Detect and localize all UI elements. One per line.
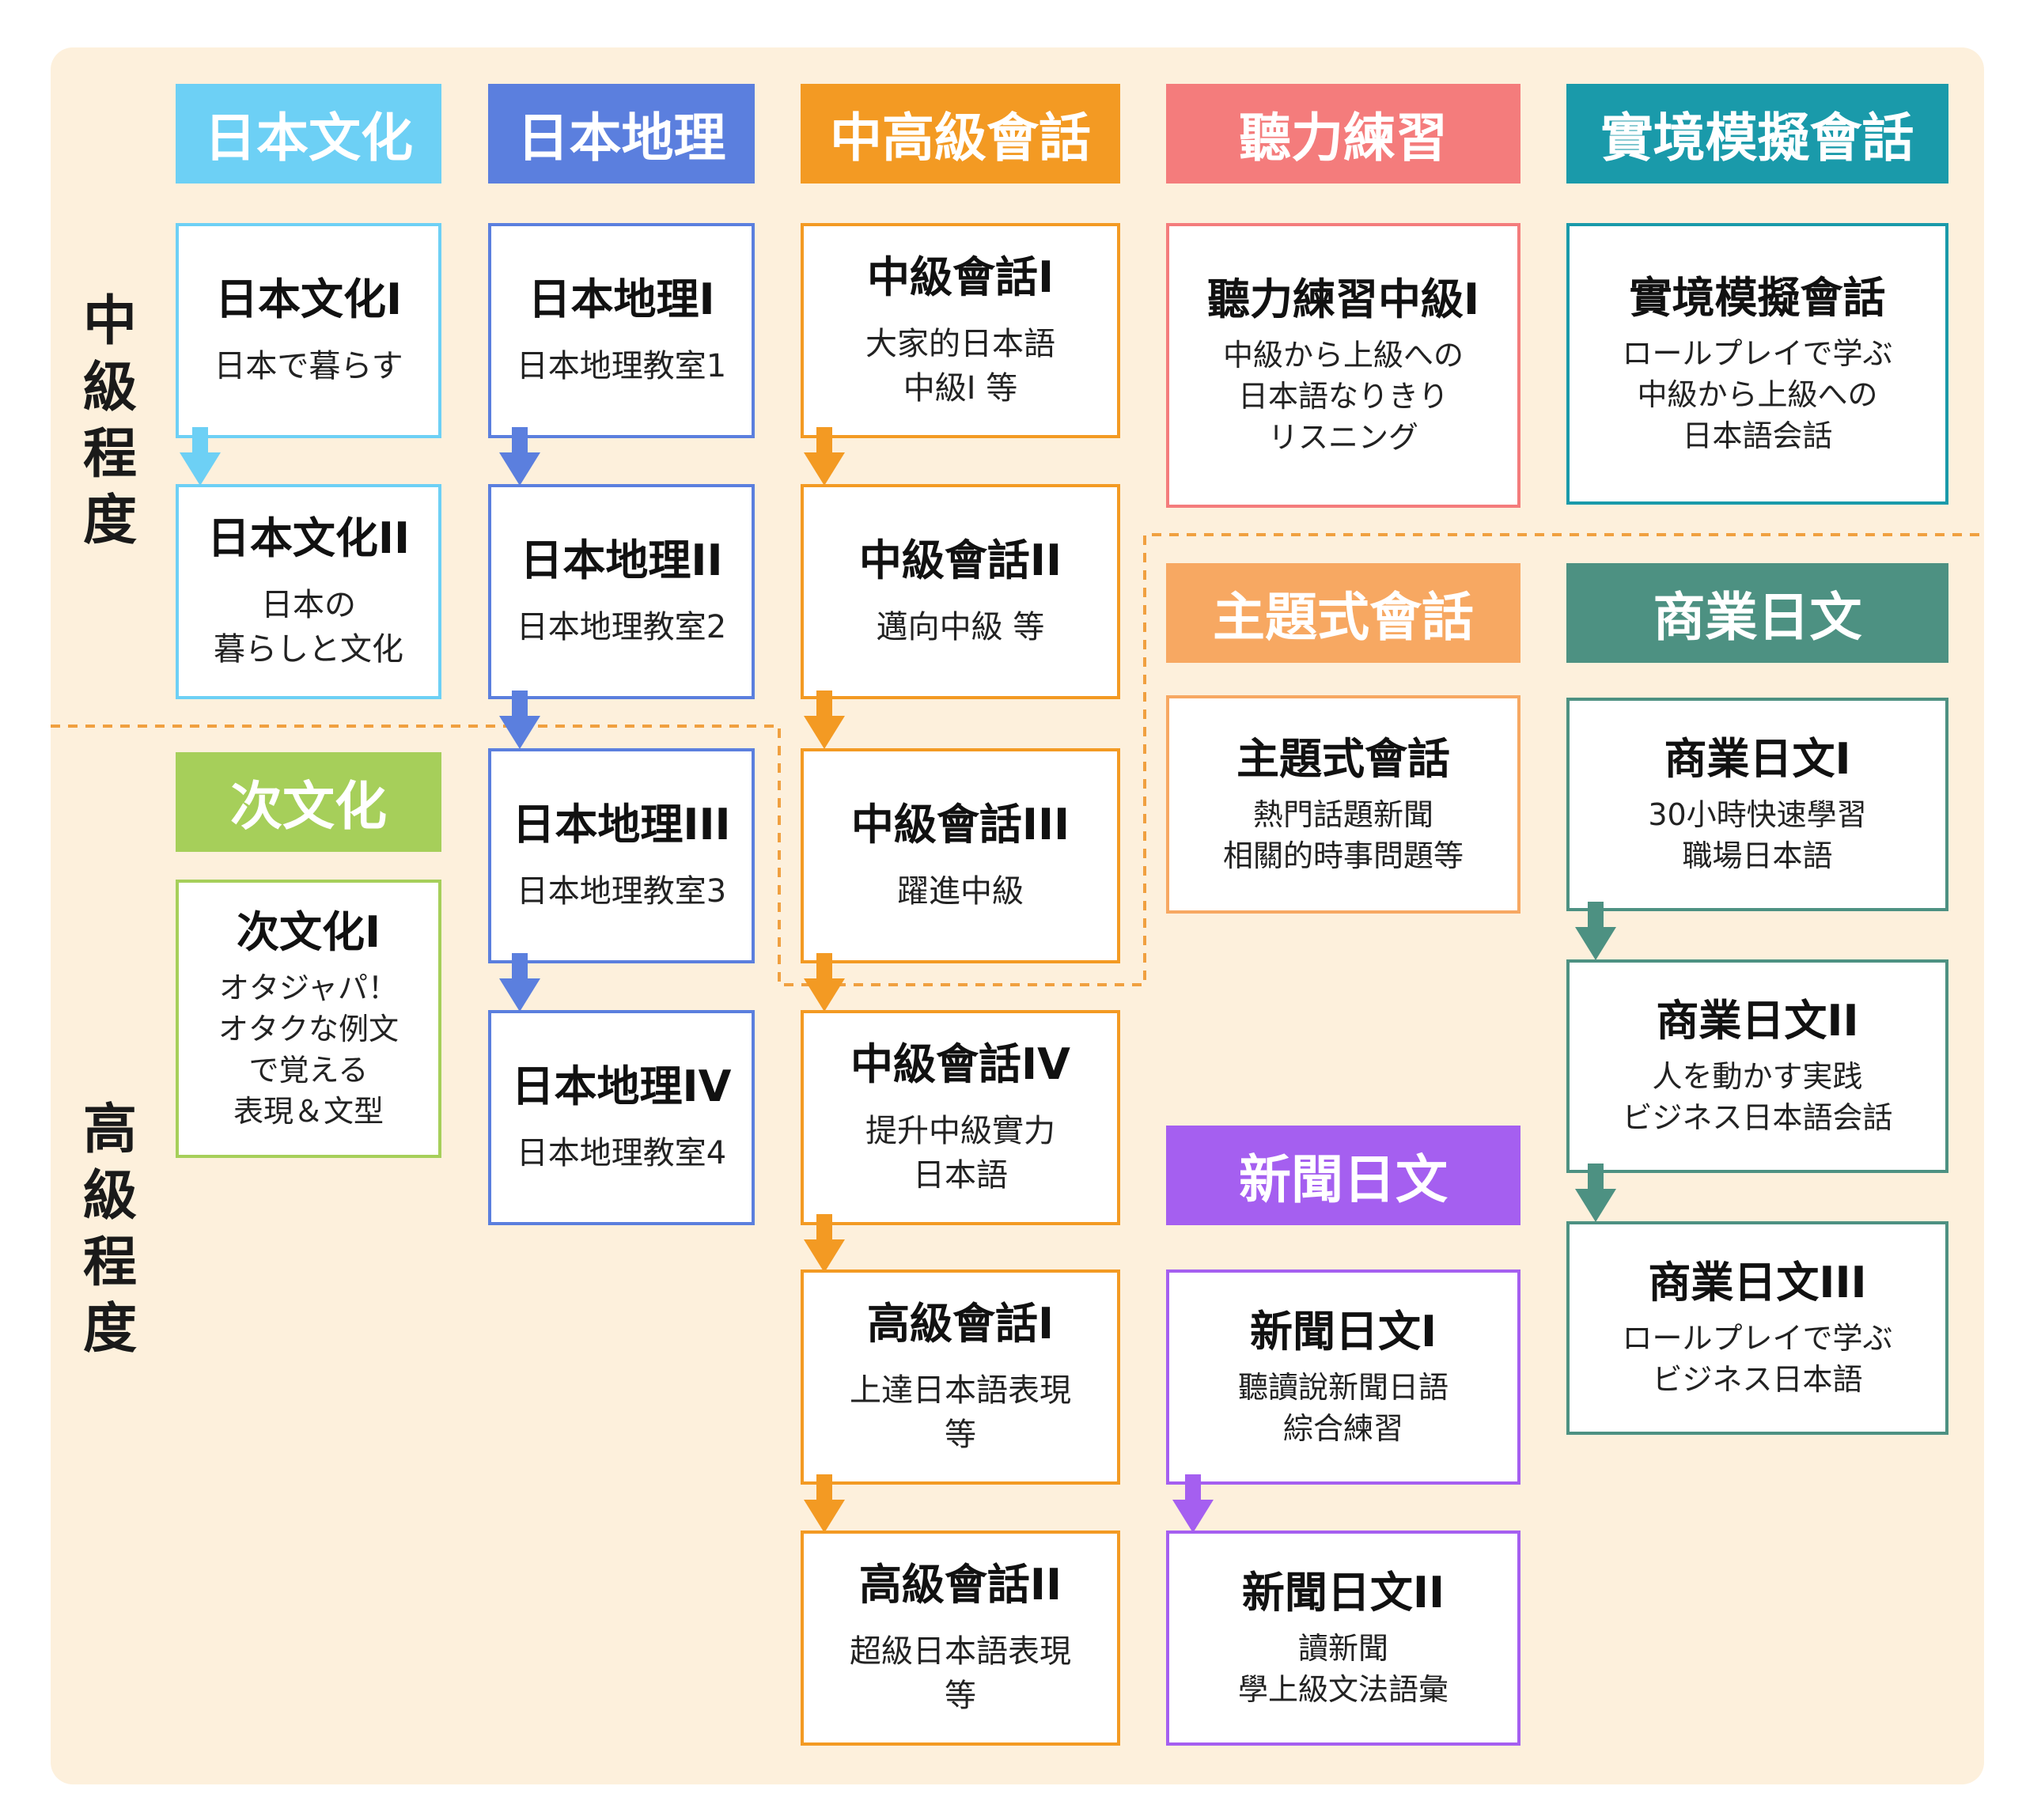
- course-description: ロールプレイで学ぶ 中級から上級への 日本語会話: [1622, 336, 1893, 453]
- course-title: 日本地理II: [520, 535, 723, 585]
- course-title: 商業日文II: [1656, 996, 1859, 1046]
- course-listening-1: 聽力練習中級I 中級から上級への 日本語なりきり リスニング: [1166, 223, 1520, 508]
- course-description: 聽讀說新聞日語 綜合練習: [1237, 1370, 1448, 1446]
- course-title: 商業日文I: [1664, 734, 1851, 784]
- course-description: 日本地理教室4: [516, 1135, 727, 1171]
- course-news-2: 新聞日文II 讀新聞 學上級文法語彙: [1166, 1531, 1520, 1746]
- course-description: 中級から上級への 日本語なりきり リスニング: [1222, 338, 1464, 455]
- course-title: 商業日文III: [1648, 1258, 1867, 1307]
- course-title: 聽力練習中級I: [1206, 274, 1480, 324]
- course-description: ロールプレイで学ぶ ビジネス日本語: [1622, 1321, 1893, 1397]
- course-description: 日本で暮らす: [214, 348, 403, 384]
- course-conversation-4: 中級會話IV 提升中級實力 日本語: [801, 1010, 1120, 1225]
- course-description: 上達日本語表現 等: [850, 1372, 1071, 1453]
- course-title: 日本地理III: [512, 800, 731, 849]
- course-title: 日本地理I: [528, 274, 715, 324]
- course-title: 主題式會話: [1236, 734, 1450, 784]
- header-business-japanese: 商業日文: [1566, 563, 1948, 663]
- course-culture-2: 日本文化II 日本の 暮らしと文化: [176, 484, 441, 699]
- course-thematic-1: 主題式會話 熱門話題新聞 相關的時事問題等: [1166, 695, 1520, 914]
- course-description: 讀新聞 學上級文法語彙: [1237, 1631, 1448, 1707]
- course-business-1: 商業日文I 30小時快速學習 職場日本語: [1566, 698, 1948, 911]
- course-description: 邁向中級 等: [876, 609, 1045, 645]
- course-business-2: 商業日文II 人を動かす実践 ビジネス日本語会話: [1566, 959, 1948, 1173]
- header-japanese-culture: 日本文化: [176, 84, 441, 184]
- header-thematic-conversation: 主題式會話: [1166, 563, 1520, 663]
- course-news-1: 新聞日文I 聽讀說新聞日語 綜合練習: [1166, 1269, 1520, 1485]
- course-title: 中級會話IV: [850, 1039, 1070, 1089]
- course-title: 日本文化I: [214, 274, 403, 324]
- course-title: 高級會話II: [858, 1560, 1062, 1610]
- course-title: 新聞日文I: [1249, 1307, 1437, 1356]
- course-title: 中級會話III: [850, 800, 1070, 849]
- header-japanese-geography: 日本地理: [488, 84, 755, 184]
- course-description: 日本地理教室3: [516, 873, 727, 910]
- course-title: 新聞日文II: [1241, 1568, 1445, 1618]
- level-label-advanced: 高 級 程 度: [82, 1099, 137, 1360]
- course-advanced-conversation-2: 高級會話II 超級日本語表現 等: [801, 1531, 1120, 1746]
- course-geography-1: 日本地理I 日本地理教室1: [488, 223, 755, 438]
- course-title: 日本文化II: [206, 513, 411, 563]
- course-conversation-1: 中級會話I 大家的日本語 中級I 等: [801, 223, 1120, 438]
- header-subculture: 次文化: [176, 752, 441, 852]
- course-description: 提升中級實力 日本語: [865, 1113, 1055, 1194]
- header-advanced-conversation: 中高級會話: [801, 84, 1120, 184]
- level-divider-path: [51, 533, 1984, 986]
- course-description: 躍進中級: [897, 873, 1024, 910]
- course-title: 中級會話II: [858, 535, 1062, 585]
- course-title: 次文化I: [236, 907, 381, 957]
- course-description: 日本の 暮らしと文化: [214, 587, 403, 668]
- course-conversation-2: 中級會話II 邁向中級 等: [801, 484, 1120, 699]
- course-title: 高級會話I: [866, 1299, 1055, 1349]
- course-geography-3: 日本地理III 日本地理教室3: [488, 748, 755, 963]
- course-conversation-3: 中級會話III 躍進中級: [801, 748, 1120, 963]
- course-business-3: 商業日文III ロールプレイで学ぶ ビジネス日本語: [1566, 1221, 1948, 1435]
- course-description: 日本地理教室2: [516, 609, 727, 645]
- level-label-intermediate: 中 級 程 度: [82, 290, 137, 552]
- header-roleplay-conversation: 實境模擬會話: [1566, 84, 1948, 184]
- course-description: オタジャパ！ オタクな例文 で覚える 表現＆文型: [218, 971, 399, 1129]
- course-culture-1: 日本文化I 日本で暮らす: [176, 223, 441, 438]
- header-listening-practice: 聽力練習: [1166, 84, 1520, 184]
- course-description: 熱門話題新聞 相關的時事問題等: [1222, 797, 1464, 873]
- course-title: 日本地理IV: [511, 1061, 732, 1111]
- course-description: 人を動かす実践 ビジネス日本語会話: [1622, 1059, 1893, 1135]
- course-geography-4: 日本地理IV 日本地理教室4: [488, 1010, 755, 1225]
- course-advanced-conversation-1: 高級會話I 上達日本語表現 等: [801, 1269, 1120, 1485]
- course-geography-2: 日本地理II 日本地理教室2: [488, 484, 755, 699]
- header-news-japanese: 新聞日文: [1166, 1126, 1520, 1225]
- course-title: 中級會話I: [866, 252, 1055, 302]
- course-title: 實境模擬會話: [1629, 273, 1886, 323]
- course-description: 日本地理教室1: [516, 348, 727, 384]
- course-description: 大家的日本語 中級I 等: [865, 326, 1055, 407]
- course-subculture-1: 次文化I オタジャパ！ オタクな例文 で覚える 表現＆文型: [176, 880, 441, 1158]
- course-description: 30小時快速學習 職場日本語: [1648, 797, 1867, 873]
- course-roleplay-1: 實境模擬會話 ロールプレイで学ぶ 中級から上級への 日本語会話: [1566, 223, 1948, 505]
- course-description: 超級日本語表現 等: [850, 1633, 1071, 1714]
